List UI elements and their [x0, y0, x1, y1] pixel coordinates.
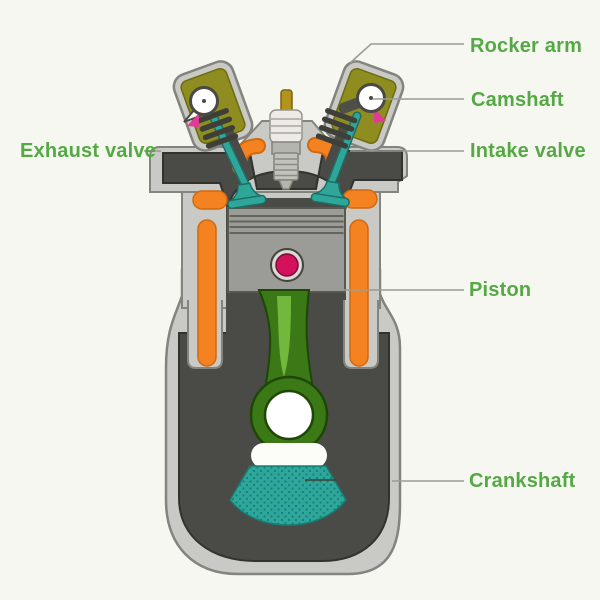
label-crankshaft: Crankshaft	[469, 470, 576, 492]
spark-plug-terminal	[280, 89, 293, 113]
leader-lines	[144, 43, 464, 482]
wrist-pin	[275, 253, 299, 277]
piston	[227, 207, 346, 293]
camshaft-right-center	[369, 96, 373, 100]
coolant-channel-left	[197, 219, 217, 367]
cam-lobe-left	[187, 113, 199, 127]
label-camshaft: Camshaft	[471, 89, 564, 111]
leader-rocker-arm	[349, 43, 464, 64]
label-intake-valve: Intake valve	[470, 140, 586, 162]
valve-guide-right	[322, 125, 351, 177]
crank-journal	[263, 389, 315, 441]
label-piston: Piston	[469, 279, 532, 301]
piston-rings	[229, 215, 344, 234]
valve-spring-left	[196, 108, 239, 149]
coolant-channel-right	[349, 219, 369, 367]
coolant-pocket-left	[192, 190, 228, 210]
connecting-rod	[249, 289, 329, 455]
exhaust-valve-head	[227, 182, 267, 210]
spark-plug-hex	[271, 141, 301, 155]
camshaft-left-center	[202, 99, 206, 103]
bearing-cap	[251, 443, 327, 468]
spark-plug	[269, 89, 303, 190]
valve-spring-right	[315, 108, 358, 149]
cam-lobe-right	[374, 108, 386, 123]
label-exhaust-valve: Exhaust valve	[20, 140, 157, 162]
intake-valve-head	[310, 180, 350, 208]
label-rocker-arm: Rocker arm	[470, 35, 583, 57]
spark-plug-tip	[277, 179, 295, 190]
rod-highlight	[277, 296, 291, 377]
exhaust-valve-stem	[209, 113, 251, 191]
